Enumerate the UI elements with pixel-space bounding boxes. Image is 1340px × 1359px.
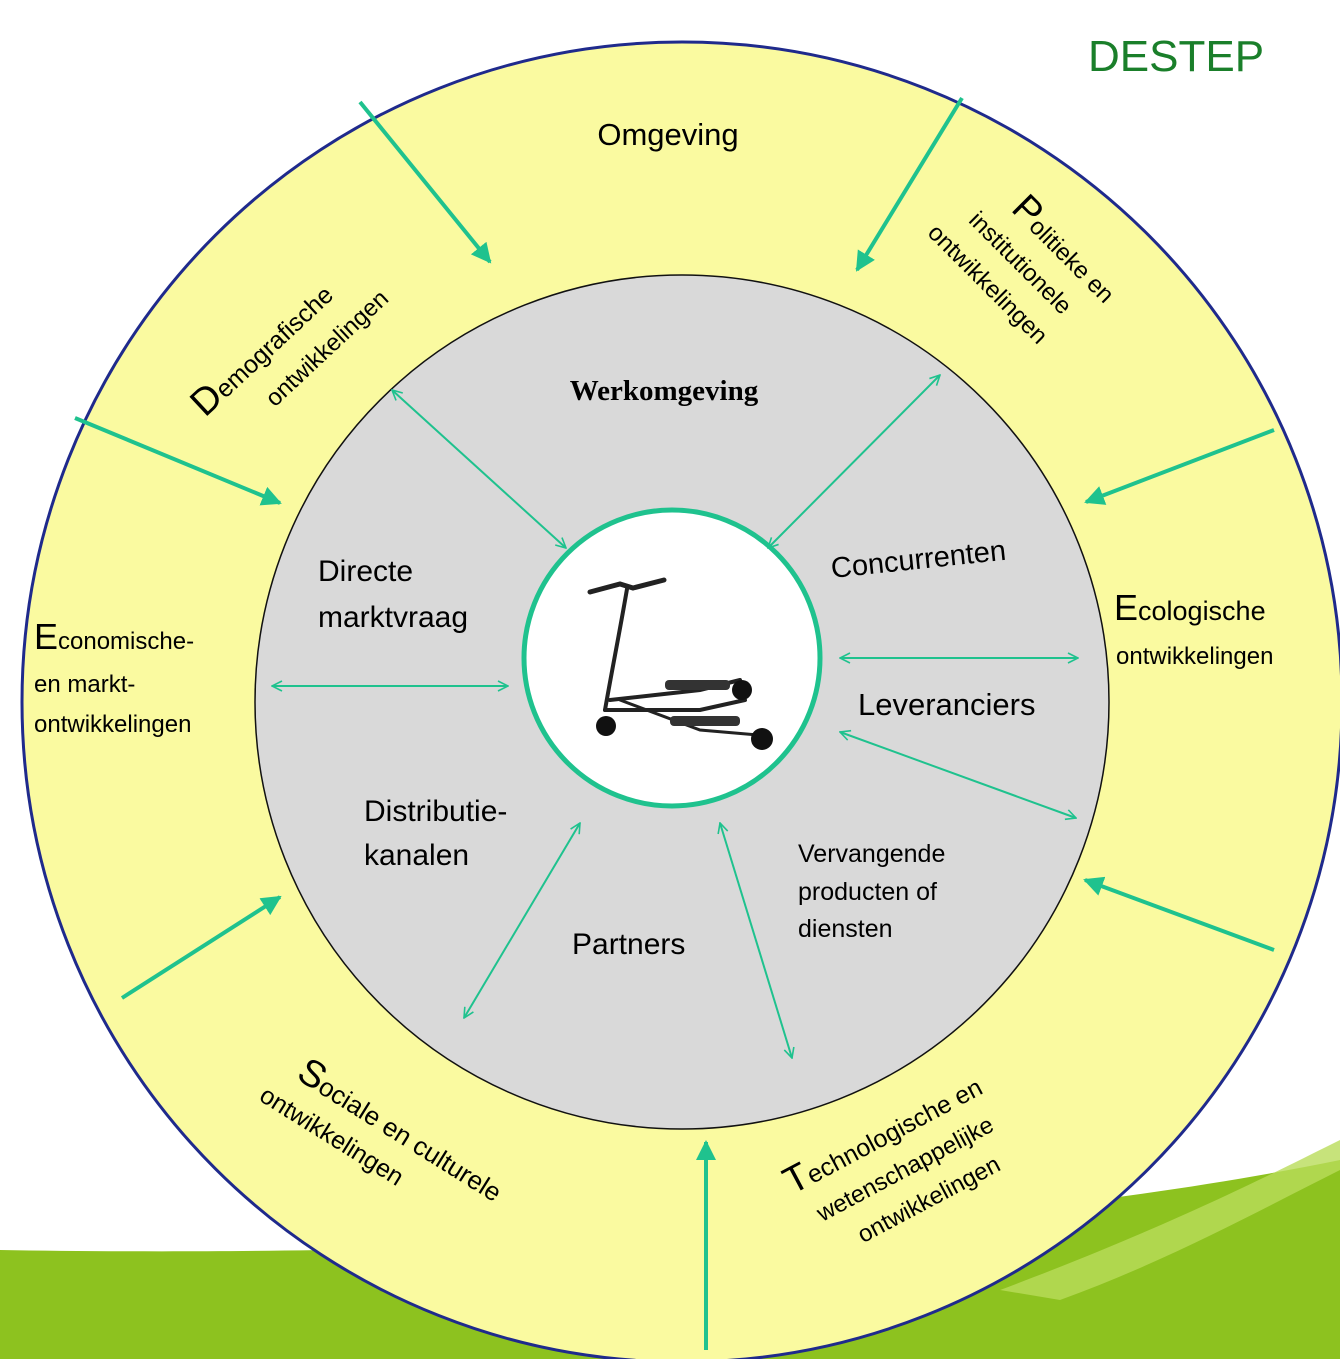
- scooter-icon: [587, 577, 773, 750]
- arrow-concurrenten-top: [768, 375, 940, 548]
- svg-text:Distributie-: Distributie-: [364, 795, 507, 828]
- outer-arrows: [74, 96, 1275, 1350]
- svg-text:marktvraag: marktvraag: [318, 601, 468, 634]
- svg-text:Directe: Directe: [318, 555, 413, 588]
- arrow-top-left: [358, 100, 492, 264]
- svg-text:Ecologische: Ecologische: [1114, 587, 1266, 628]
- svg-text:producten of: producten of: [798, 878, 937, 906]
- item-distributiekanalen: Distributie- kanalen: [364, 795, 507, 872]
- svg-text:ontwikkelingen: ontwikkelingen: [34, 711, 191, 738]
- center-circle: [521, 507, 823, 809]
- inner-arrows: [272, 375, 1078, 1058]
- svg-text:ontwikkelingen: ontwikkelingen: [1116, 643, 1273, 670]
- svg-text:en markt-: en markt-: [34, 671, 135, 698]
- item-partners: Partners: [572, 928, 685, 961]
- arrow-vervangende: [720, 823, 792, 1058]
- item-directe-marktvraag: Directe marktvraag: [318, 555, 468, 634]
- arrow-leveranciers-lower: [840, 732, 1076, 818]
- item-vervangende: Vervangende producten of diensten: [798, 840, 945, 943]
- arrow-distributiekanalen: [464, 823, 580, 1018]
- arrow-left-upper: [74, 416, 282, 506]
- svg-text:Vervangende: Vervangende: [798, 840, 945, 868]
- arrow-right-lower: [1083, 876, 1275, 952]
- inner-circle-label: Werkomgeving: [570, 375, 759, 407]
- factor-ecologisch: Ecologische ontwikkelingen: [1114, 587, 1273, 670]
- arrow-right-upper: [1084, 428, 1275, 505]
- outer-ring-label: Omgeving: [597, 117, 738, 152]
- svg-text:kanalen: kanalen: [364, 839, 469, 872]
- factor-economisch: Economische- en markt- ontwikkelingen: [34, 616, 194, 738]
- arrow-left-lower: [120, 895, 282, 1000]
- arrow-top-right: [855, 96, 964, 272]
- diagram-title: DESTEP: [1088, 32, 1264, 81]
- arrow-directe-marktvraag-top: [392, 390, 566, 548]
- svg-text:diensten: diensten: [798, 915, 893, 943]
- svg-text:Economische-: Economische-: [34, 616, 194, 657]
- item-leveranciers: Leveranciers: [858, 687, 1035, 722]
